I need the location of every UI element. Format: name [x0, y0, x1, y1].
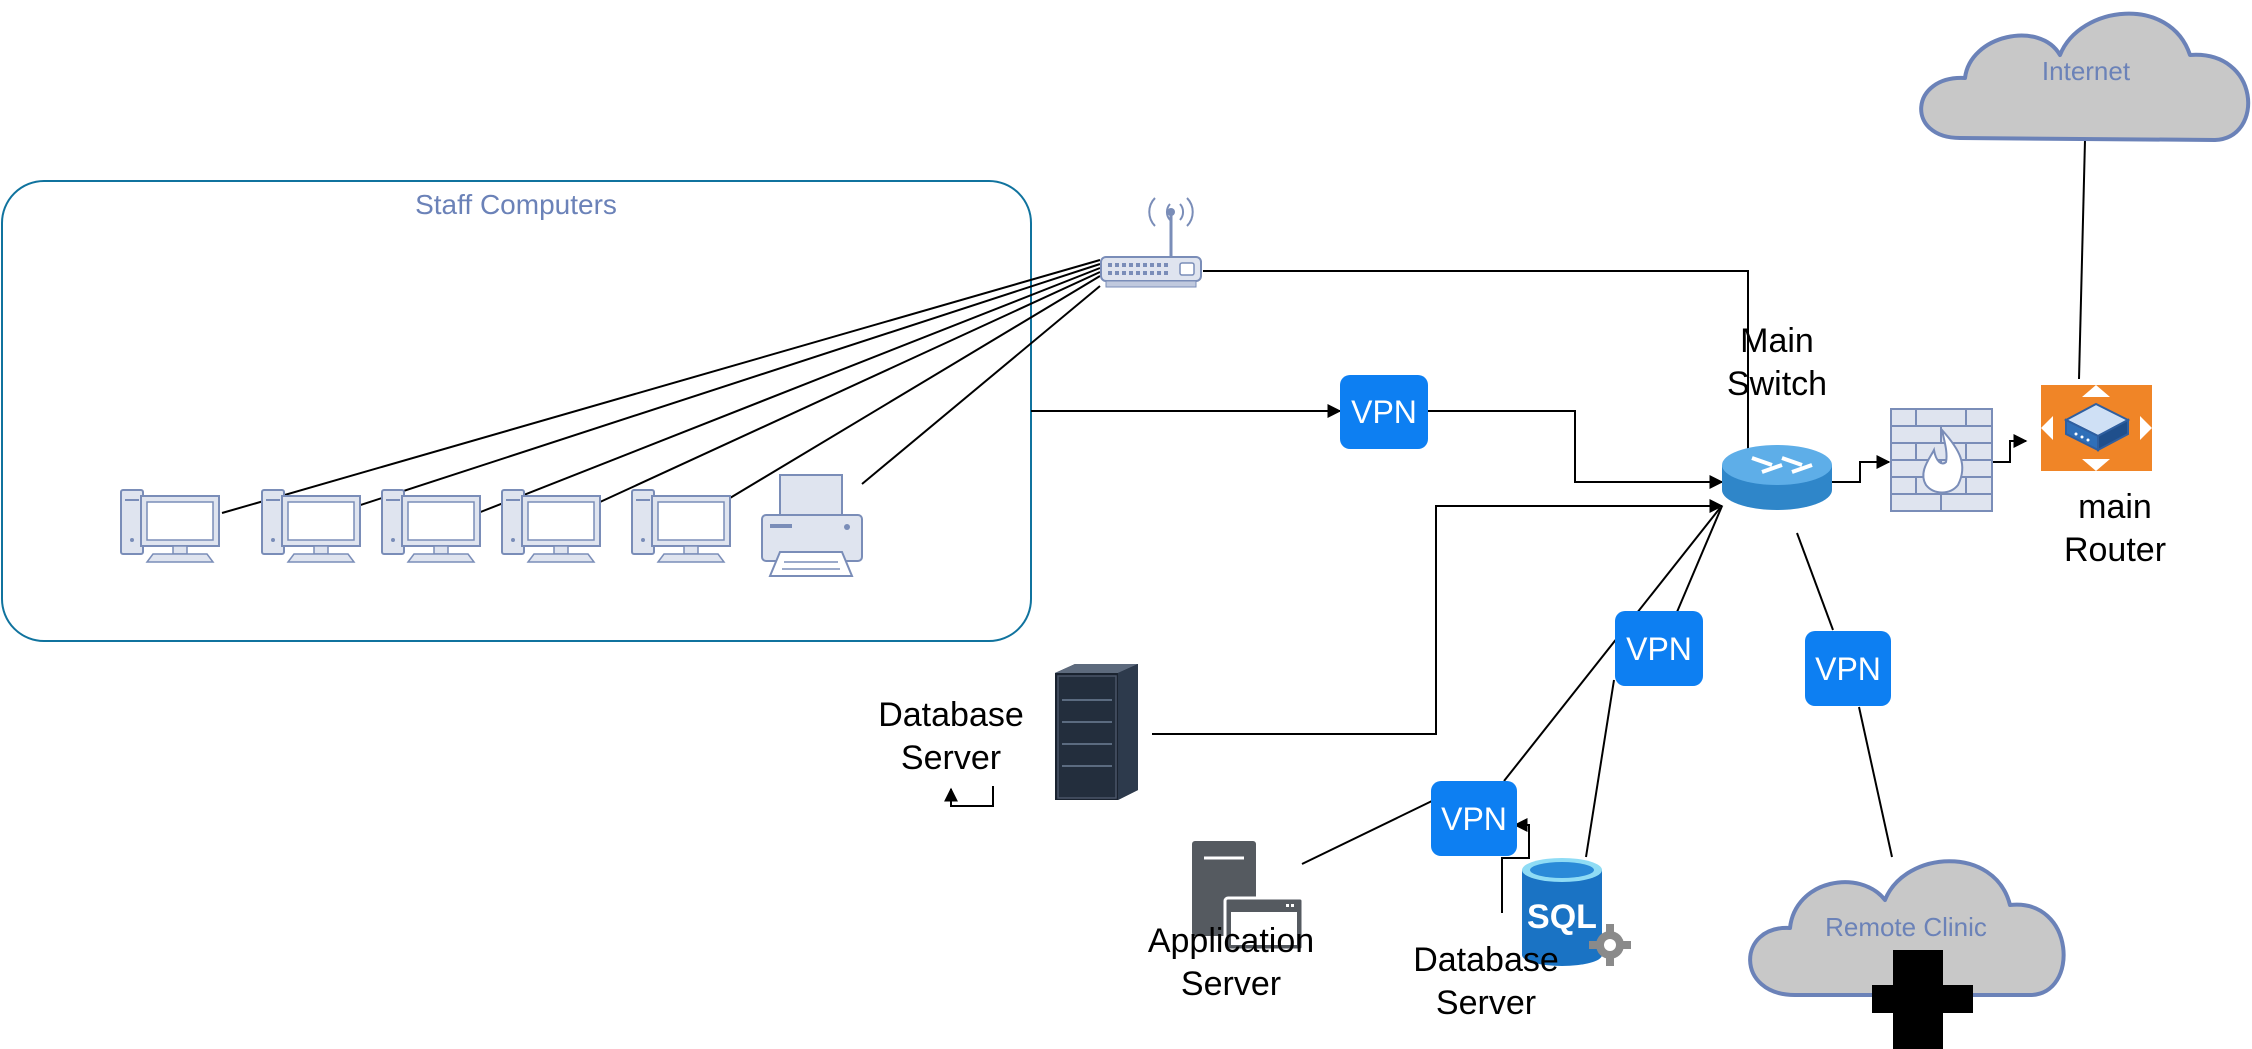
main-switch-label: Main — [1740, 322, 1814, 360]
link-wap-pc3 — [477, 267, 1101, 514]
database-server-label: Server — [1436, 984, 1536, 1022]
main-router-label: main — [2078, 488, 2152, 526]
link-wap-printer — [861, 285, 1101, 485]
link-vpn3-clinic — [1858, 706, 1893, 858]
svg-text:VPN: VPN — [1626, 631, 1692, 667]
internet-cloud-icon — [1919, 11, 2251, 142]
link-wap-pc4 — [599, 271, 1101, 503]
main-switch-icon — [1722, 445, 1832, 510]
main-router-label: Router — [2064, 531, 2166, 569]
link-switch-vpn3 — [1796, 532, 1834, 631]
application-server-label: Server — [1181, 965, 1281, 1003]
database-server-label: Database — [1413, 941, 1559, 979]
link-router-internet — [2078, 139, 2086, 380]
link-vpn-switch — [1428, 410, 1724, 489]
database-server-label: Database — [878, 696, 1024, 734]
remote-clinic-label: Remote Clinic — [1825, 912, 1987, 942]
link-appvpn-app — [1301, 799, 1435, 865]
main-switch-label: Switch — [1727, 365, 1827, 403]
link-switch-appvpn — [1503, 507, 1721, 782]
sql-database-icon — [1522, 858, 1631, 966]
medical-cross-icon — [1872, 950, 1973, 1049]
vpn-badge: VPN — [1340, 375, 1428, 449]
pc-icon — [261, 489, 361, 563]
remote-clinic-cloud-icon — [1748, 859, 2066, 997]
printer-icon — [761, 474, 863, 577]
link-wap-pc5 — [729, 275, 1101, 499]
firewall-icon — [1890, 408, 1993, 512]
vpn-badge: VPN — [1615, 611, 1703, 686]
pc-icon — [381, 489, 481, 563]
link-wap-pc2 — [335, 263, 1101, 514]
link-wap-pc1 — [221, 259, 1101, 514]
link-vpn2-sql — [1585, 679, 1615, 858]
application-server-label: Application — [1148, 922, 1314, 960]
pc-icon — [501, 489, 601, 563]
vpn-badge: VPN — [1805, 631, 1891, 706]
link-db-label-loop — [944, 786, 994, 807]
link-switch-firewall — [1830, 455, 1891, 483]
pc-icon — [631, 489, 731, 563]
svg-text:VPN: VPN — [1815, 651, 1881, 687]
svg-text:VPN: VPN — [1441, 801, 1507, 837]
link-firewall-router — [1992, 434, 2028, 463]
wireless-access-point-icon — [1100, 197, 1202, 288]
link-wap-switch — [1203, 270, 1749, 450]
server-rack-icon — [1055, 664, 1138, 800]
sql-icon-text: SQL — [1527, 898, 1597, 936]
database-server-label: Server — [901, 739, 1001, 777]
vpn-badge: VPN — [1431, 781, 1517, 856]
application-server-icon — [1192, 841, 1305, 952]
group-title: Staff Computers — [415, 189, 617, 220]
link-sql-appvpn — [1501, 818, 1530, 913]
svg-text:VPN: VPN — [1351, 394, 1417, 430]
link-switch-vpn2 — [1676, 505, 1723, 613]
link-db-rack-switch — [1152, 499, 1724, 735]
internet-label: Internet — [2042, 56, 2131, 86]
connections — [221, 139, 2086, 913]
pc-icon — [120, 489, 220, 563]
main-router-icon — [2041, 385, 2152, 471]
